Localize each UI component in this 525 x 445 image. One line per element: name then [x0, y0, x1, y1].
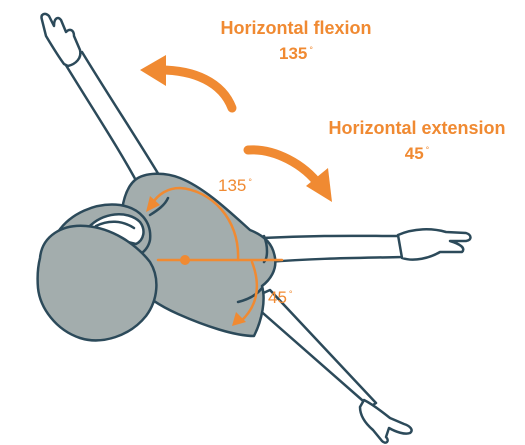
right-arm: [262, 236, 402, 262]
flexion-outer-arrowhead: [140, 55, 166, 86]
flexion-title: Horizontal flexion: [196, 18, 396, 39]
extension-outer-arc: [248, 150, 320, 186]
shoulder-pivot-dot: [180, 255, 190, 265]
inner-flexion-value: 135°: [218, 176, 252, 196]
degree-symbol: °: [248, 177, 252, 187]
extension-value: 45°: [312, 144, 522, 164]
degree-symbol: °: [426, 145, 430, 155]
degree-symbol: °: [309, 45, 313, 55]
lower-hand: [360, 400, 412, 443]
flexion-value: 135°: [196, 44, 396, 64]
right-hand: [398, 229, 471, 259]
inner-extension-value: 45°: [268, 288, 293, 308]
flexion-outer-arc: [160, 70, 232, 108]
degree-symbol: °: [289, 289, 293, 299]
raised-hand: [42, 14, 81, 66]
extension-title: Horizontal extension: [312, 118, 522, 139]
